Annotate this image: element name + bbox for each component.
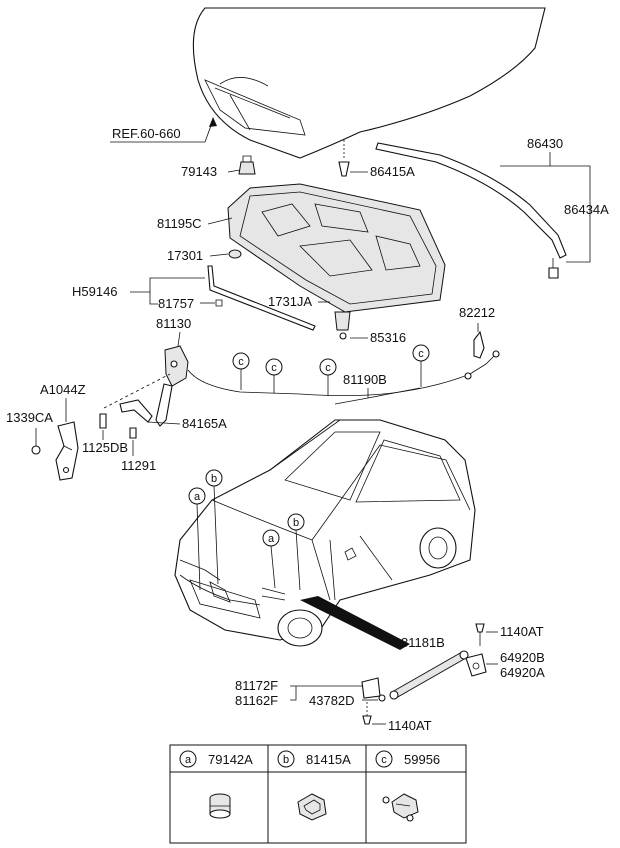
label-86434A: 86434A xyxy=(564,202,609,217)
svg-text:a: a xyxy=(185,754,192,766)
label-A1044Z: A1044Z xyxy=(40,382,86,397)
label-1140AT-upper: 1140AT xyxy=(500,624,544,639)
part-1140AT-lower xyxy=(362,702,372,725)
leader-79143 xyxy=(227,169,241,173)
part-1339CA xyxy=(31,445,41,455)
label-1339CA: 1339CA xyxy=(6,410,53,425)
label-81757: 81757 xyxy=(158,296,194,311)
part-85316 xyxy=(334,311,351,340)
part-86430-weatherstrip xyxy=(375,142,567,279)
svg-text:c: c xyxy=(325,362,331,374)
label-81190B: 81190B xyxy=(343,372,387,387)
callout-b-2: b xyxy=(287,513,305,591)
callout-b-1: b xyxy=(205,469,223,585)
label-79143: 79143 xyxy=(181,164,217,179)
leader-17301 xyxy=(209,253,229,257)
strut-pointer-wedge xyxy=(300,596,410,650)
label-81181B: 81181B xyxy=(401,635,445,650)
label-1140AT-lower: 1140AT xyxy=(388,718,432,733)
label-81195C: 81195C xyxy=(157,216,202,231)
label-1731JA: 1731JA xyxy=(268,294,312,309)
leader-81190B xyxy=(334,387,421,405)
leader-86430 xyxy=(500,152,591,263)
legend-table: a 79142A b 81415A c 59956 xyxy=(169,744,467,844)
leader-H59146 xyxy=(130,277,205,305)
part-81190B-cable xyxy=(187,350,500,396)
part-64920-bracket xyxy=(465,653,487,677)
label-64920A: 64920A xyxy=(500,665,545,680)
label-86430: 86430 xyxy=(527,136,563,151)
part-17301 xyxy=(228,249,242,259)
svg-text:c: c xyxy=(238,356,244,368)
svg-text:a: a xyxy=(194,491,201,503)
callout-c-2: c xyxy=(265,358,283,393)
leader-81130 xyxy=(177,331,181,347)
part-H59146-seal xyxy=(207,265,316,331)
legend-part-81415A-illustration xyxy=(297,793,327,821)
svg-text:59956: 59956 xyxy=(404,752,440,767)
label-64920B: 64920B xyxy=(500,650,545,665)
svg-text:c: c xyxy=(381,754,387,766)
leader-ref xyxy=(110,119,214,143)
svg-text:b: b xyxy=(293,517,299,529)
legend-part-59956-illustration xyxy=(382,793,419,822)
label-ref: REF.60-660 xyxy=(112,126,181,141)
label-81172F: 81172F xyxy=(235,678,278,693)
part-11291 xyxy=(129,427,137,439)
label-1125DB: 1125DB xyxy=(82,440,128,455)
vehicle-illustration xyxy=(174,419,476,647)
leader-84165A xyxy=(147,421,181,425)
leader-81172F xyxy=(290,685,362,701)
label-11291: 11291 xyxy=(121,458,156,473)
svg-text:b: b xyxy=(211,473,217,485)
part-81172F-bracket xyxy=(361,677,386,702)
label-H59146: H59146 xyxy=(72,284,118,299)
label-86415A: 86415A xyxy=(370,164,415,179)
part-86415A xyxy=(338,140,350,177)
legend-part-79142A-illustration xyxy=(209,793,231,819)
svg-text:c: c xyxy=(271,362,277,374)
hood-panel xyxy=(192,7,546,159)
label-43782D: 43782D xyxy=(309,693,355,708)
legend-header-b: b 81415A xyxy=(277,750,351,768)
label-85316: 85316 xyxy=(370,330,406,345)
svg-text:79142A: 79142A xyxy=(208,752,253,767)
callout-c-3: c xyxy=(319,358,337,396)
leader-81195C xyxy=(207,217,233,225)
label-84165A: 84165A xyxy=(182,416,227,431)
label-81162F: 81162F xyxy=(235,693,278,708)
part-A1044Z-bracket xyxy=(55,421,79,481)
svg-text:81415A: 81415A xyxy=(306,752,351,767)
callout-c-1: c xyxy=(232,352,250,390)
legend-header-a: a 79142A xyxy=(179,750,253,768)
callout-c-4: c xyxy=(412,344,430,387)
svg-text:b: b xyxy=(283,754,289,766)
part-82212 xyxy=(473,330,485,359)
part-81195C-insulator xyxy=(227,183,446,313)
svg-text:c: c xyxy=(418,348,424,360)
label-82212: 82212 xyxy=(459,305,495,320)
arrow-ref xyxy=(209,117,217,127)
label-17301: 17301 xyxy=(167,248,203,263)
part-81181B-strut xyxy=(389,650,469,700)
label-81130: 81130 xyxy=(156,316,191,331)
part-79143 xyxy=(238,155,256,175)
svg-text:a: a xyxy=(268,533,275,545)
part-81130-latch xyxy=(155,345,189,427)
legend-header-c: c 59956 xyxy=(375,750,440,768)
callout-a-2: a xyxy=(262,529,280,589)
part-1125DB xyxy=(99,413,107,429)
callout-a-1: a xyxy=(188,487,206,591)
part-1140AT-upper xyxy=(475,623,485,646)
